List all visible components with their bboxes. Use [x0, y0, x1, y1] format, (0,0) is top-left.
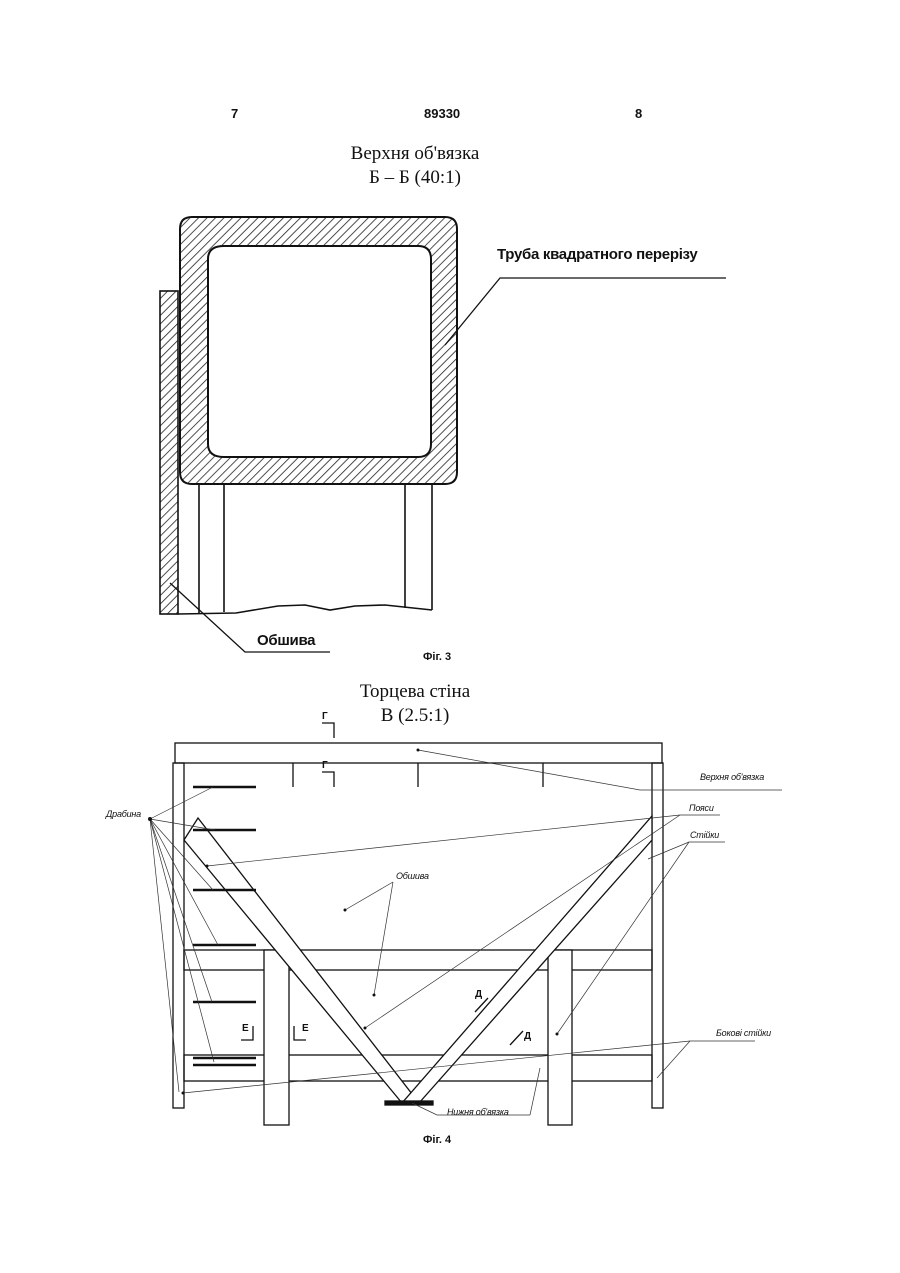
- fig4-posts-label: Стійки: [690, 830, 719, 840]
- fig4-side-posts-label: Бокові стійки: [716, 1028, 771, 1038]
- fig4-post-left: [264, 950, 289, 1125]
- fig4-belt-upper: [184, 950, 652, 970]
- fig4-top-frame-label: Верхня об'вязка: [700, 772, 764, 782]
- fig4-caption: Фіг. 4: [423, 1134, 451, 1146]
- fig4-post-right: [548, 950, 572, 1125]
- fig4-section-g-inner: Г: [322, 760, 328, 771]
- fig4-top-frame: [175, 743, 662, 763]
- fig4-section-d-lower: Д: [524, 1031, 531, 1042]
- fig4-sheathing-label: Обшива: [396, 871, 429, 881]
- fig4-section-e-right: Е: [302, 1023, 309, 1034]
- fig4-side-post-left: [173, 763, 184, 1108]
- fig4-section-d-upper: Д: [475, 989, 482, 1000]
- fig4-bottom-frame-label: Нижня об'вязка: [447, 1107, 509, 1117]
- fig4-bottom-plate: [385, 1101, 433, 1105]
- fig4-leader-lines: [150, 750, 782, 1115]
- fig4-side-post-right: [652, 763, 663, 1108]
- fig4-strut-left: [184, 818, 419, 1103]
- fig4-belts-label: Пояси: [689, 803, 714, 813]
- fig4-section-g-top: Г: [322, 711, 328, 722]
- fig4-ladder-label: Драбина: [106, 809, 141, 819]
- fig4-section-e-left: Е: [242, 1023, 249, 1034]
